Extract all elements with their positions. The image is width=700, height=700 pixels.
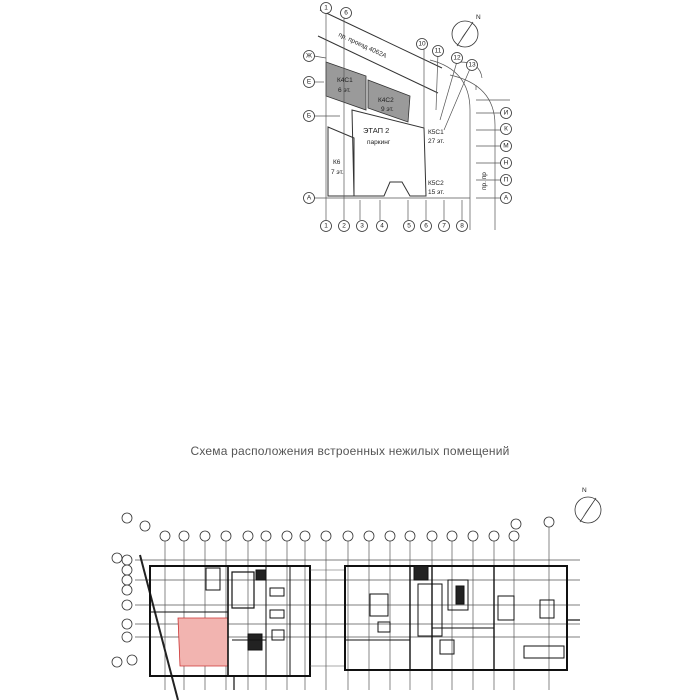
plan-north-arrow-icon: N (574, 487, 602, 524)
left-wing (149, 565, 311, 690)
axis-bottom: 2 (342, 223, 346, 230)
axis-bottom: 8 (460, 223, 464, 230)
axis-top: 12 (453, 55, 461, 62)
k5c2-block: К5С2 15 эт. (428, 180, 444, 196)
right-wing (344, 565, 580, 671)
grid-lines (313, 12, 473, 220)
k4c1-name: К4С1 (337, 77, 353, 84)
parking-label: паркинг (367, 139, 391, 146)
axis-right: А (504, 195, 509, 202)
k6-floors: 7 эт. (331, 169, 344, 176)
axis-right: И (504, 110, 509, 117)
axis-bottom: 1 (324, 223, 328, 230)
k6-block: К6 7 эт. (327, 126, 355, 197)
key-plan: пр. проезд 4062А пр. пр К4С1 6 эт. К4С2 … (303, 2, 512, 232)
k4c2-name: К4С2 (378, 97, 394, 104)
axis-left: А (307, 195, 312, 202)
k4c1-block: К4С1 6 эт. (325, 61, 367, 111)
road-label: пр. проезд 4062А (337, 31, 388, 60)
axis-bottom: 5 (407, 223, 411, 230)
axis-bottom: 4 (380, 223, 384, 230)
axis-right: П (504, 177, 509, 184)
axis-top: 6 (344, 10, 348, 17)
plan-axes-left (111, 552, 138, 668)
axis-left: Е (307, 79, 312, 86)
axis-left: Б (307, 113, 311, 120)
k5c2-name: К5С2 (428, 180, 444, 187)
plan-grid-lines (135, 527, 580, 690)
axis-right: М (503, 143, 508, 150)
k5c2-floors: 15 эт. (428, 189, 444, 196)
k5c1-floors: 27 эт. (428, 138, 444, 145)
k4c2-floors: 9 эт. (381, 106, 394, 113)
axis-right: Н (504, 160, 509, 167)
k4c2-block: К4С2 9 эт. (367, 79, 411, 123)
side-roads: пр. пр (429, 59, 510, 230)
highlight-premises (177, 617, 229, 667)
axis-top: 10 (418, 41, 426, 48)
axes-bottom: 1 2 3 4 5 6 7 8 (320, 220, 468, 232)
axis-bottom: 7 (442, 223, 446, 230)
axis-bottom: 6 (424, 223, 428, 230)
axes-top: 1 6 10 11 12 13 (320, 2, 478, 71)
axis-top: 1 (324, 5, 328, 12)
k5c1-name: К5С1 (428, 129, 444, 136)
plan-axes-top (121, 512, 555, 542)
axis-bottom: 3 (360, 223, 364, 230)
axes-right: И К М Н П А (500, 107, 512, 204)
k6-name: К6 (333, 159, 341, 166)
axis-left: Ж (306, 53, 312, 60)
stage-label: ЭТАП 2 (363, 126, 389, 135)
stage-2-block: ЭТАП 2 паркинг (351, 109, 427, 197)
k5c1-block: К5С1 27 эт. (428, 129, 444, 145)
north-arrow-icon: N (451, 14, 481, 48)
plan-north-label: N (582, 487, 587, 494)
north-label: N (476, 14, 481, 21)
middle-gap (310, 569, 345, 667)
plan-title: Схема расположения встроенных нежилых по… (190, 444, 510, 458)
k4c1-floors: 6 эт. (338, 87, 351, 94)
side-road-label: пр. пр (481, 172, 488, 190)
axis-top: 11 (435, 48, 442, 55)
axis-right: К (504, 126, 508, 133)
axis-top: 13 (468, 62, 476, 69)
axes-left: Ж Е Б А (303, 50, 315, 204)
